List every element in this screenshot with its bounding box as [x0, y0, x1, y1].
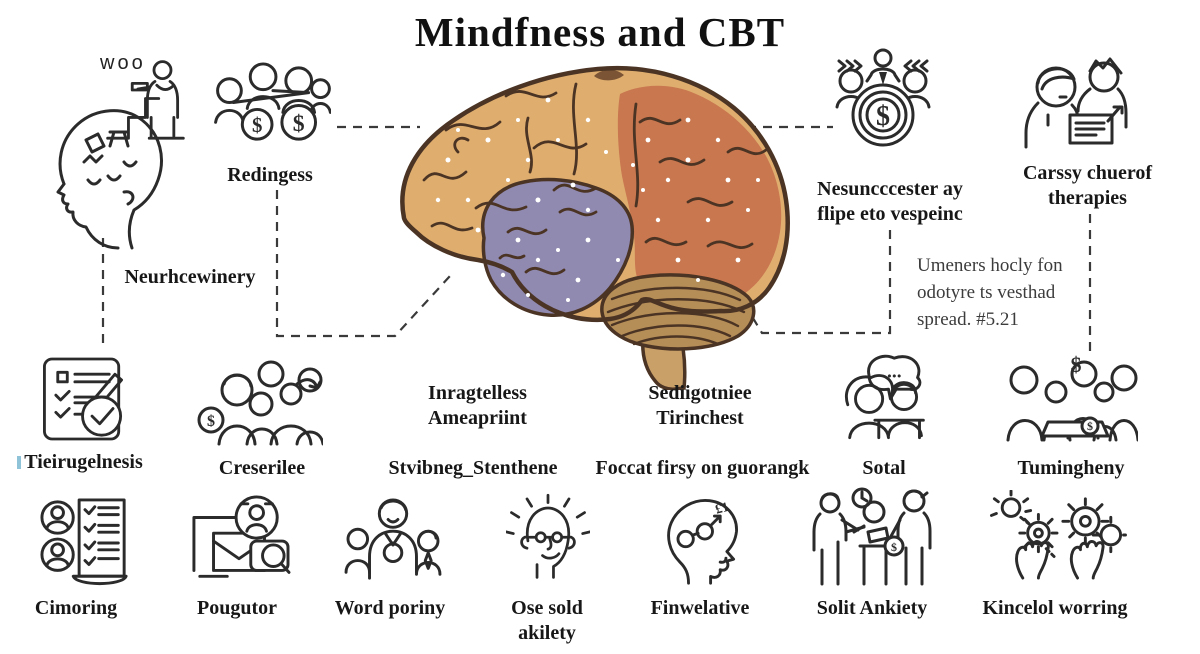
svg-text:$: $ — [207, 413, 215, 430]
brain-occipital-lobe — [617, 85, 782, 307]
label-cimoring: Cimoring — [34, 597, 118, 619]
bright-head-icon — [506, 493, 590, 579]
conversation-icon: ... — [844, 354, 925, 440]
label-inragtelless-line2: Ameapriint — [428, 407, 527, 429]
svg-text:$: $ — [1087, 419, 1093, 433]
page-title: Mindfness and CBT — [414, 9, 786, 55]
person-stairs-icon — [106, 60, 185, 140]
label-sotal: Sotal — [862, 457, 906, 479]
label-redingess: Redingess — [227, 164, 313, 186]
label-kincelol: Kincelol worring — [982, 597, 1128, 619]
woo-text: woo — [100, 52, 146, 74]
note-line3: spread. #5.21 — [917, 309, 1019, 330]
svg-text:$: $ — [891, 540, 897, 554]
agreement-people-icon: $ — [812, 487, 932, 586]
mail-search-icon — [192, 495, 291, 578]
label-nesun-line2: flipe eto vespeinc — [817, 203, 963, 225]
label-sediigotniee: Sediigotniee Tirinchest — [610, 381, 790, 431]
label-ose-sold: Ose sold akilety — [477, 596, 617, 646]
connector-redingess-down — [275, 190, 451, 338]
group-finance-icon: $ $ — [1006, 352, 1138, 442]
label-pougutor: Pougutor — [197, 597, 277, 619]
svg-text:$: $ — [252, 114, 262, 137]
label-accent-tick — [17, 456, 22, 469]
label-finwelative: Finwelative — [650, 597, 750, 619]
label-carssy-line1: Carssy chuerof — [1022, 162, 1153, 184]
note-text: Umeners hocly fon odotyre ts vesthad spr… — [917, 252, 1102, 333]
brain-speckles — [435, 97, 760, 302]
note-line1: Umeners hocly fon — [917, 255, 1063, 276]
label-sediigotniee-line1: Sediigotniee — [648, 382, 752, 404]
label-creserilee: Creserilee — [218, 457, 306, 479]
users-checklist-icon — [40, 498, 128, 585]
family-group-icon — [344, 498, 442, 580]
svg-text:£1: £1 — [714, 499, 731, 517]
label-stvibneg: Stvibneg_Stenthene — [388, 457, 558, 479]
svg-text:...: ... — [887, 362, 902, 383]
therapy-session-icon — [1024, 57, 1128, 149]
svg-text:$: $ — [293, 111, 305, 137]
label-neurhcewinery: Neurhcewinery — [124, 266, 256, 288]
note-line2: odotyre ts vesthad — [917, 282, 1056, 303]
label-nesun-line1: Nesuncccester ay — [817, 178, 963, 200]
label-inragtelless: Inragtelless Ameapriint — [385, 381, 570, 431]
label-sediigotniee-line2: Tirinchest — [656, 407, 744, 429]
checklist-pen-icon — [43, 357, 123, 441]
label-solit-ankiety: Solit Ankiety — [816, 597, 928, 619]
brain-gyri — [422, 82, 768, 276]
label-tumingheny: Tumingheny — [1017, 457, 1125, 479]
hands-gears-icon — [989, 490, 1127, 580]
label-foccat: Foccat firsy on guorangk — [595, 457, 810, 479]
label-ose-sold-line1: Ose sold — [511, 597, 583, 619]
announce-dollar-icon: $ — [835, 48, 931, 147]
head-puzzle-icon — [56, 109, 163, 250]
brain-top-notch — [594, 69, 624, 81]
label-nesun: Nesuncccester ay flipe eto vespeinc — [790, 177, 990, 227]
label-inragtelless-line1: Inragtelless — [428, 382, 527, 404]
brain-illustration — [400, 65, 790, 390]
label-tieirugelnesis: Tieirugelnesis — [0, 450, 160, 475]
mind-process-icon: £1 — [667, 499, 738, 585]
label-carssy: Carssy chuerof therapies — [1005, 161, 1170, 211]
people-money-icon: $ $ — [214, 62, 331, 141]
crowd-dollar-icon: $ — [197, 360, 323, 446]
label-ose-sold-line2: akilety — [518, 622, 576, 644]
svg-text:$: $ — [876, 101, 890, 132]
label-word-poriny: Word poriny — [334, 597, 446, 619]
label-carssy-line2: therapies — [1048, 187, 1127, 209]
